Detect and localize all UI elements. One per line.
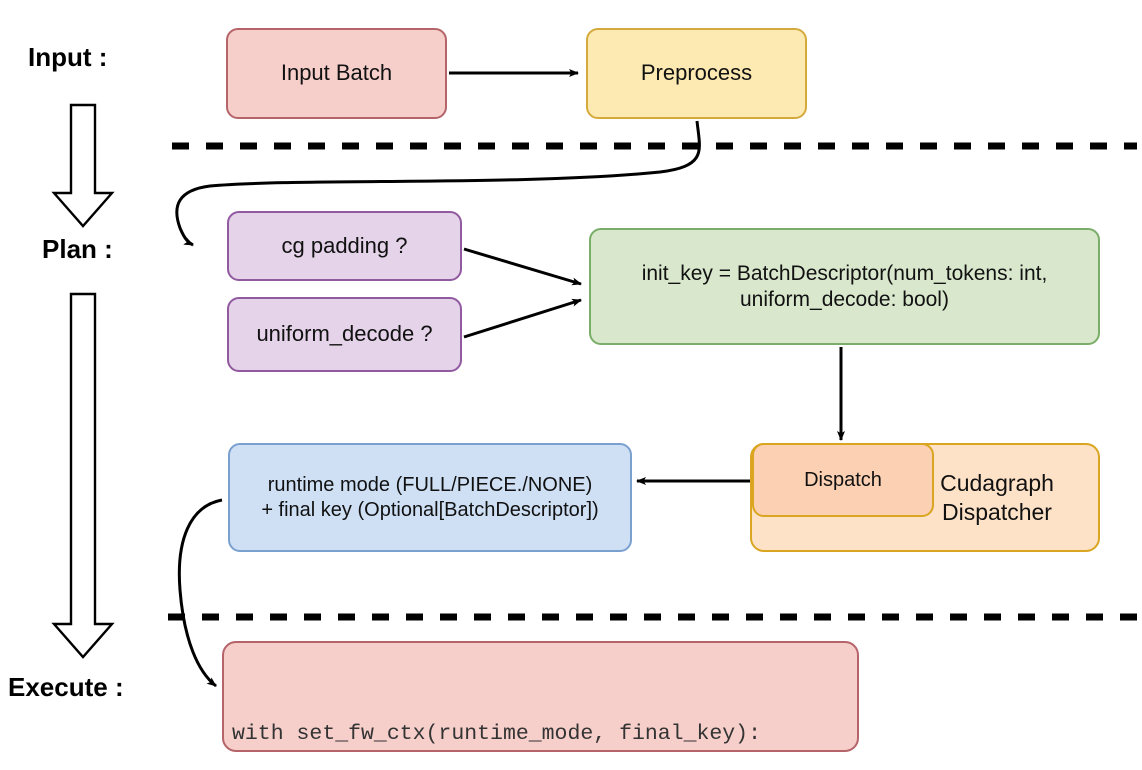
node-input-batch-label: Input Batch — [280, 60, 393, 86]
node-cg-padding[interactable]: cg padding ? — [227, 211, 462, 281]
node-runtime-mode-line1: runtime mode (FULL/PIECE./NONE) — [267, 474, 593, 497]
edge-cg-padding-to-init-key — [463, 247, 582, 286]
node-cg-padding-label: cg padding ? — [281, 232, 408, 258]
stage-label-input: Input : — [28, 42, 108, 72]
node-dispatch-label: Dispatch — [804, 468, 882, 491]
node-runtime-mode[interactable]: runtime mode (FULL/PIECE./NONE) + final … — [228, 443, 632, 552]
node-cudagraph-dispatcher-line1: Cudagraph — [940, 470, 1054, 497]
node-uniform-decode-label: uniform_decode ? — [256, 321, 433, 347]
node-init-key-line1: init_key = BatchDescriptor(num_tokens: i… — [641, 261, 1048, 285]
edge-uniform-decode-to-init-key — [463, 298, 582, 339]
input-to-plan-arrow — [51, 103, 115, 228]
node-cudagraph-dispatcher-line2: Dispatcher — [942, 498, 1052, 525]
node-preprocess[interactable]: Preprocess — [586, 28, 807, 119]
edge-runtime-mode-to-code — [177, 498, 223, 688]
node-input-batch[interactable]: Input Batch — [226, 28, 447, 119]
stage-label-execute: Execute : — [8, 672, 124, 702]
plan-to-execute-arrow — [51, 292, 115, 659]
node-preprocess-label: Preprocess — [640, 60, 753, 86]
node-uniform-decode[interactable]: uniform_decode ? — [227, 297, 462, 372]
node-runtime-mode-line2: + final key (Optional[BatchDescriptor]) — [261, 498, 599, 521]
node-dispatch[interactable]: Dispatch — [752, 443, 934, 517]
node-code-line1: with set_fw_ctx(runtime_mode, final_key)… — [232, 722, 761, 747]
node-code-block[interactable]: with set_fw_ctx(runtime_mode, final_key)… — [222, 641, 859, 752]
stage-label-plan: Plan : — [42, 234, 113, 264]
node-init-key-line2: uniform_decode: bool) — [740, 287, 949, 311]
node-init-key[interactable]: init_key = BatchDescriptor(num_tokens: i… — [589, 228, 1100, 345]
